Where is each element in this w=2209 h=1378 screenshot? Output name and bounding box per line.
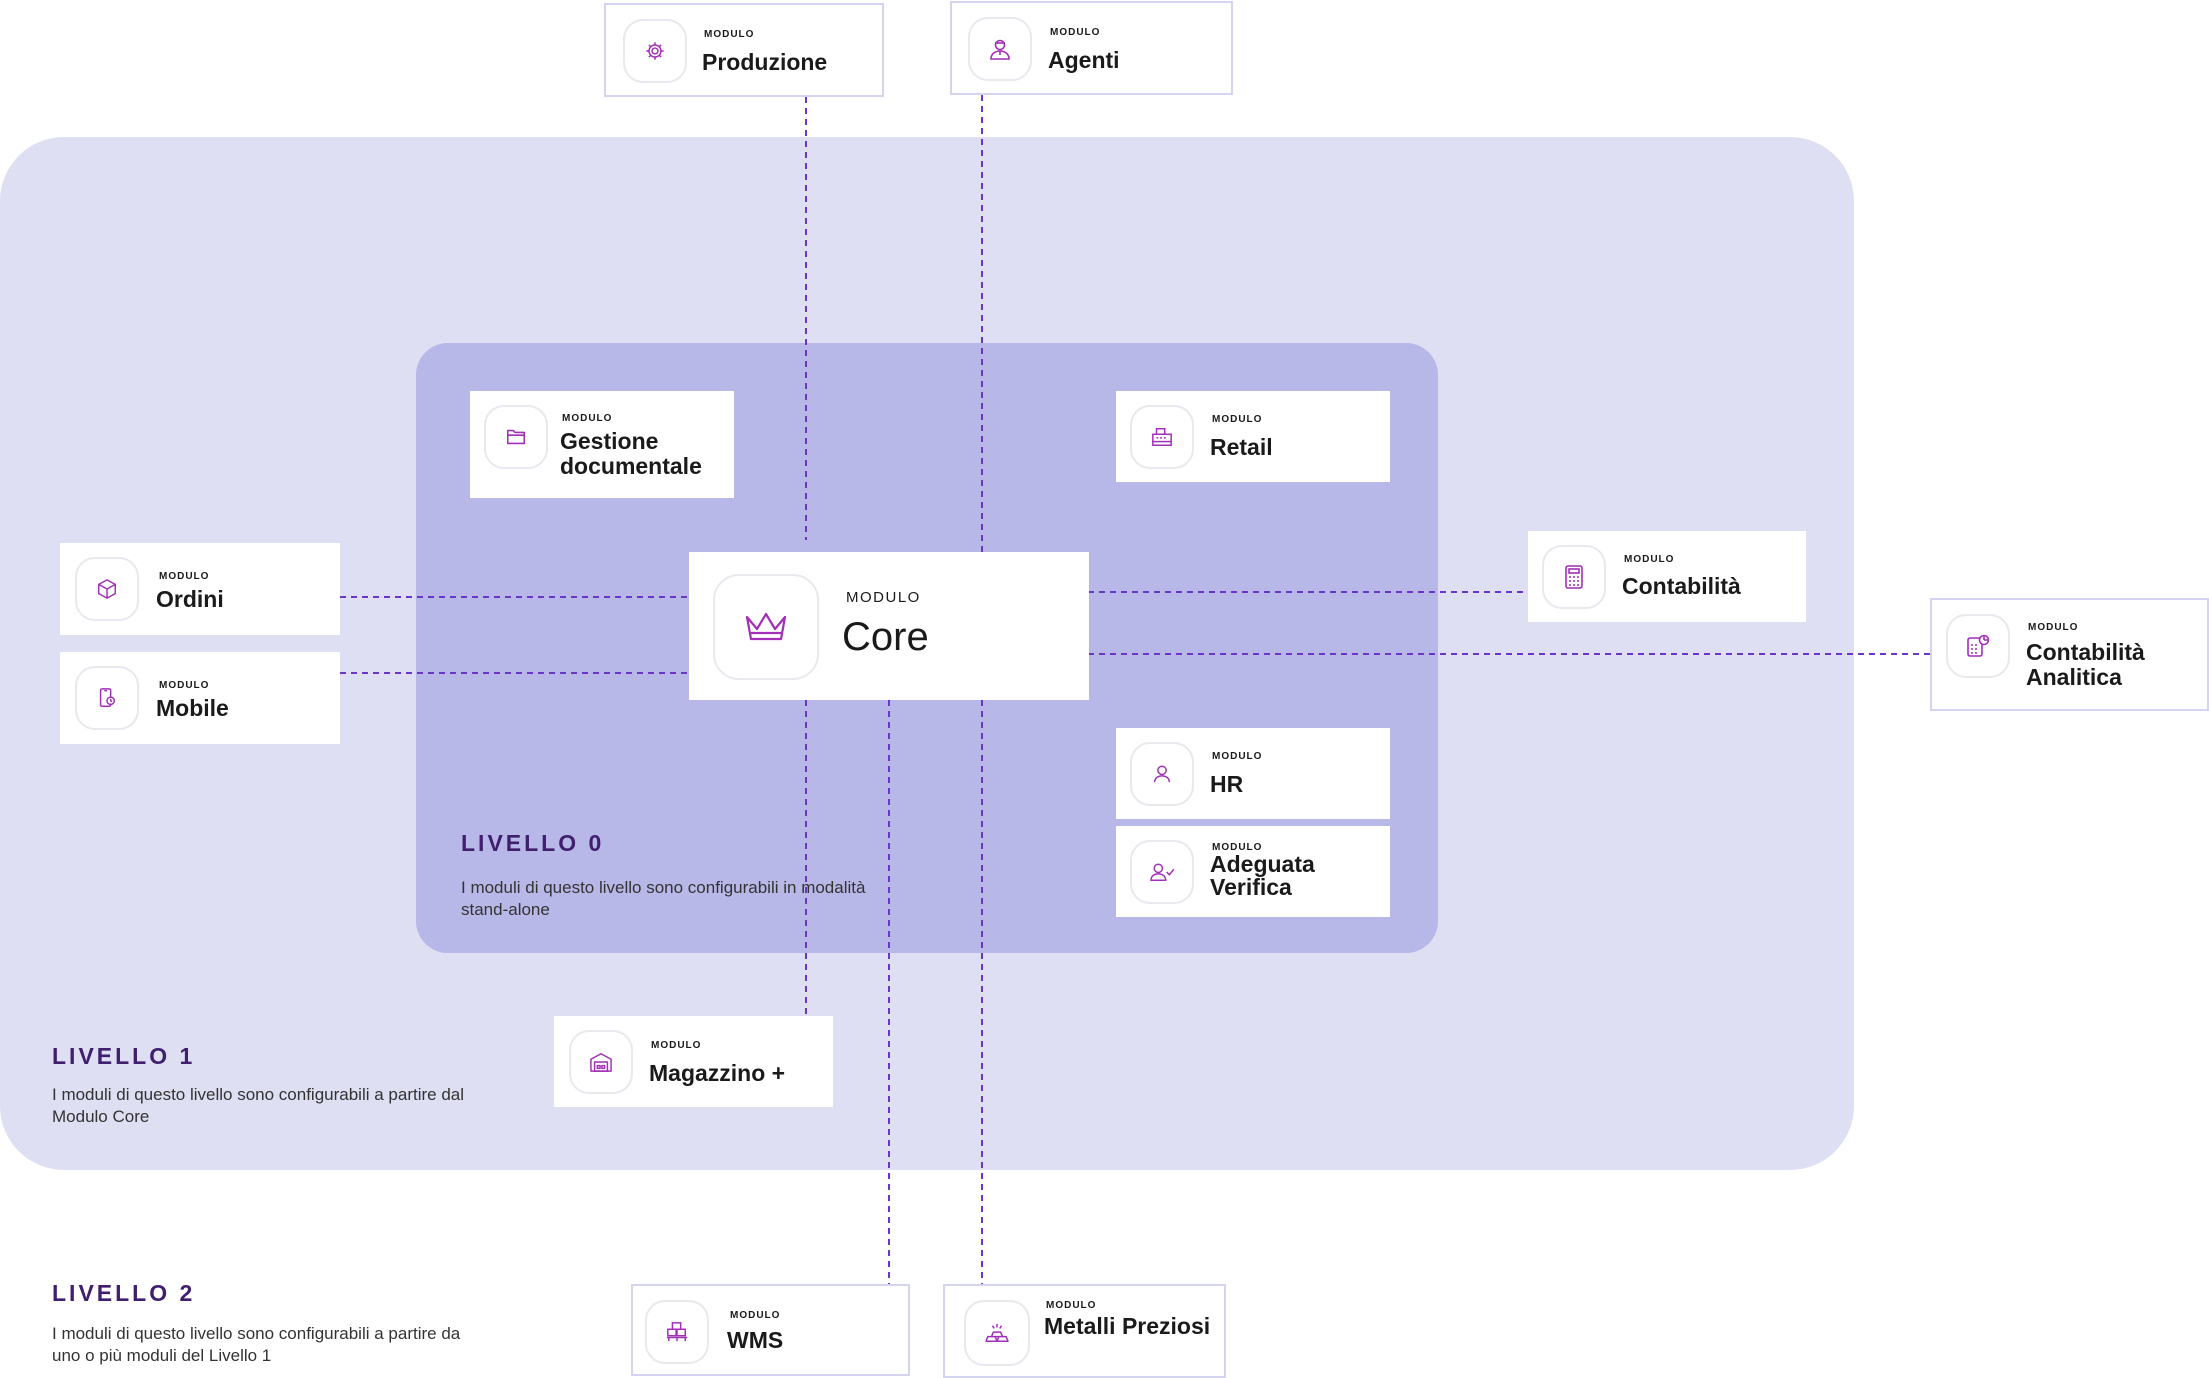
level2-desc: I moduli di questo livello sono configur… bbox=[52, 1324, 461, 1365]
module-name: Ordini bbox=[156, 586, 224, 612]
module-kicker: MODULO bbox=[846, 589, 921, 606]
module-card-core[interactable]: MODULO Core bbox=[689, 552, 1089, 700]
module-name: Adeguata Verifica bbox=[1210, 851, 1315, 900]
module-name: WMS bbox=[727, 1327, 784, 1353]
agent-icon bbox=[968, 17, 1032, 81]
module-kicker: MODULO bbox=[730, 1310, 781, 1321]
module-kicker: MODULO bbox=[1624, 554, 1675, 565]
level1-title: LIVELLO 1 bbox=[52, 1043, 196, 1069]
folder-icon bbox=[484, 405, 548, 469]
level2-title: LIVELLO 2 bbox=[52, 1280, 196, 1306]
module-card-gestione-documentale[interactable]: MODULO Gestione documentale bbox=[470, 391, 734, 498]
mobile-icon bbox=[75, 666, 139, 730]
user-check-icon bbox=[1130, 840, 1194, 904]
module-name: HR bbox=[1210, 771, 1244, 797]
module-name: Core bbox=[842, 615, 929, 659]
module-kicker: MODULO bbox=[704, 29, 755, 40]
module-card-metalli-preziosi[interactable]: MODULO Metalli Preziosi bbox=[943, 1284, 1226, 1378]
module-kicker: MODULO bbox=[1212, 842, 1263, 853]
gear-icon bbox=[623, 19, 687, 83]
module-name: Produzione bbox=[702, 49, 828, 75]
module-kicker: MODULO bbox=[1046, 1300, 1097, 1311]
module-kicker: MODULO bbox=[1050, 27, 1101, 38]
module-card-contabilita[interactable]: MODULO Contabilità bbox=[1528, 531, 1806, 622]
module-card-hr[interactable]: MODULO HR bbox=[1116, 728, 1390, 819]
cash-register-icon bbox=[1130, 405, 1194, 469]
module-name: Retail bbox=[1210, 434, 1273, 460]
module-name: Agenti bbox=[1048, 47, 1120, 73]
warehouse-icon bbox=[569, 1030, 633, 1094]
user-icon bbox=[1130, 742, 1194, 806]
level1-desc: I moduli di questo livello sono configur… bbox=[52, 1085, 465, 1126]
module-kicker: MODULO bbox=[159, 680, 210, 691]
module-name: Gestione documentale bbox=[560, 428, 702, 479]
module-name: Metalli Preziosi bbox=[1044, 1313, 1211, 1339]
module-kicker: MODULO bbox=[159, 571, 210, 582]
level0-desc: I moduli di questo livello sono configur… bbox=[461, 878, 866, 919]
module-card-wms[interactable]: MODULO WMS bbox=[631, 1284, 910, 1376]
module-name: Contabilità bbox=[1622, 573, 1741, 599]
module-name: Mobile bbox=[156, 695, 229, 721]
module-kicker: MODULO bbox=[562, 413, 613, 424]
module-card-ordini[interactable]: MODULO Ordini bbox=[60, 543, 340, 635]
module-card-retail[interactable]: MODULO Retail bbox=[1116, 391, 1390, 482]
calculator-icon bbox=[1542, 545, 1606, 609]
module-name: Contabilità Analitica bbox=[2026, 639, 2145, 690]
module-kicker: MODULO bbox=[2028, 622, 2079, 633]
module-kicker: MODULO bbox=[1212, 414, 1263, 425]
calculator-chart-icon bbox=[1946, 614, 2010, 678]
pallet-boxes-icon bbox=[645, 1300, 709, 1364]
gold-bars-icon bbox=[964, 1300, 1030, 1366]
module-card-mobile[interactable]: MODULO Mobile bbox=[60, 652, 340, 744]
module-kicker: MODULO bbox=[1212, 751, 1263, 762]
module-card-contabilita-analitica[interactable]: MODULO Contabilità Analitica bbox=[1930, 598, 2209, 711]
module-name: Magazzino + bbox=[649, 1060, 786, 1086]
module-card-produzione[interactable]: MODULO Produzione bbox=[604, 3, 884, 97]
box-icon bbox=[75, 557, 139, 621]
module-card-adeguata-verifica[interactable]: MODULO Adeguata Verifica bbox=[1116, 826, 1390, 917]
module-card-agenti[interactable]: MODULO Agenti bbox=[950, 1, 1233, 95]
module-card-magazzino[interactable]: MODULO Magazzino + bbox=[554, 1016, 833, 1107]
crown-icon bbox=[713, 574, 819, 680]
module-kicker: MODULO bbox=[651, 1040, 702, 1051]
level0-title: LIVELLO 0 bbox=[461, 830, 605, 856]
